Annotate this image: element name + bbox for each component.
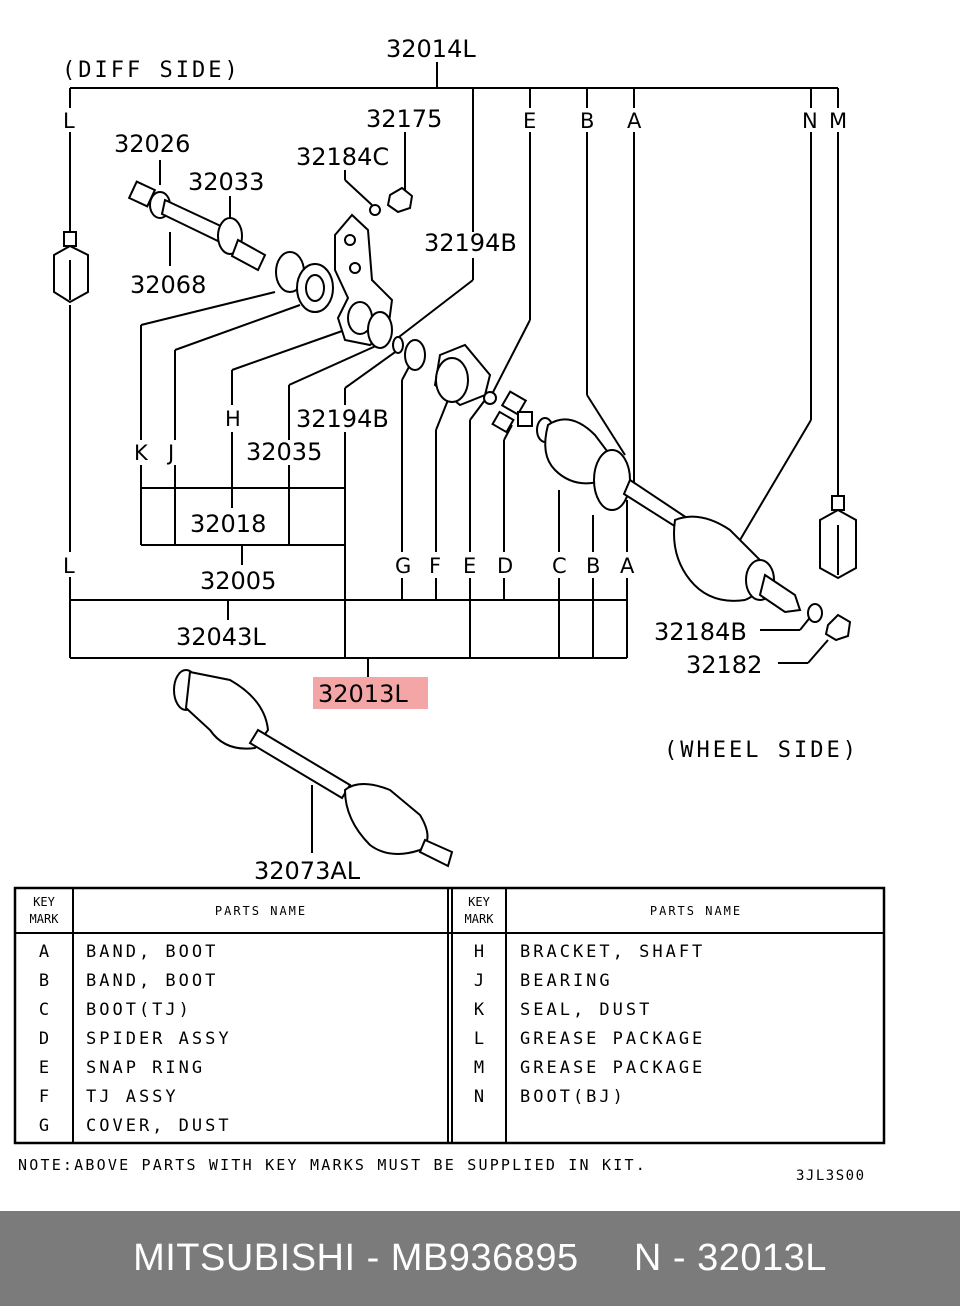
key-mark-H: H <box>225 407 241 431</box>
part-number-32182[interactable]: 32182 <box>686 651 762 679</box>
drawing-code: 3JL3S00 <box>796 1168 866 1184</box>
table-left-mark-3: D <box>39 1029 49 1049</box>
table-left-name-5: TJ ASSY <box>86 1087 179 1107</box>
spider-assy-icon <box>491 390 533 434</box>
tj-boot-icon <box>536 417 631 511</box>
table-right-name-3: GREASE PACKAGE <box>520 1029 705 1049</box>
part-number-32184C[interactable]: 32184C <box>296 143 389 171</box>
shaft-assembly-32073AL-icon <box>173 669 454 868</box>
key-mark-A-bottom: A <box>620 554 635 578</box>
dust-cover-icon <box>404 339 426 371</box>
parts-diagram: (DIFF SIDE) (WHEEL SIDE) 32014L 32175 32… <box>13 35 886 1184</box>
part-number-32035[interactable]: 32035 <box>246 438 322 466</box>
table-left-mark-6: G <box>39 1116 49 1136</box>
key-mark-M-top: M <box>829 109 847 133</box>
part-number-32068[interactable]: 32068 <box>130 271 206 299</box>
wheel-side-label: (WHEEL SIDE) <box>664 738 859 763</box>
diff-side-label: (DIFF SIDE) <box>62 58 241 83</box>
part-number-32194B-top[interactable]: 32194B <box>424 229 517 257</box>
nut-32182-icon <box>824 613 852 642</box>
part-number-32018[interactable]: 32018 <box>190 510 266 538</box>
key-mark-B-bottom: B <box>586 554 600 578</box>
table-right-name-0: BRACKET, SHAFT <box>520 942 705 962</box>
bj-boot-icon <box>673 515 802 614</box>
part-number-32005[interactable]: 32005 <box>200 567 276 595</box>
key-mark-A-top: A <box>627 109 642 133</box>
parts-table: KEY MARK KEY MARK PARTS NAME PARTS NAME … <box>13 886 886 1145</box>
key-mark-L-top: L <box>63 109 75 133</box>
washer-icon <box>369 204 381 216</box>
key-header-left-line1: KEY <box>33 895 55 909</box>
snap-ring-e-icon <box>483 391 497 405</box>
table-right-name-1: BEARING <box>520 971 613 991</box>
table-right-mark-5: N <box>474 1087 484 1107</box>
footer-part-title: MITSUBISHI - MB936895 N - 32013L <box>133 1237 827 1279</box>
grease-package-M-icon <box>819 495 857 580</box>
table-right-mark-1: J <box>474 971 484 991</box>
grease-package-L-icon <box>53 231 89 304</box>
table-left-name-4: SNAP RING <box>86 1058 205 1078</box>
table-right-mark-2: K <box>474 1000 485 1020</box>
leader-lines <box>69 62 839 853</box>
table-left-name-2: BOOT(TJ) <box>86 1000 192 1020</box>
table-left-name-0: BAND, BOOT <box>86 942 218 962</box>
key-mark-K: K <box>134 441 149 465</box>
tj-housing-icon <box>433 343 492 407</box>
table-left-mark-5: F <box>39 1087 49 1107</box>
key-mark-G: G <box>395 554 411 578</box>
table-left-mark-4: E <box>39 1058 49 1078</box>
inner-shaft-icon <box>127 180 267 272</box>
key-header-right-line2: MARK <box>465 912 495 926</box>
table-right-name-2: SEAL, DUST <box>520 1000 652 1020</box>
part-number-32175[interactable]: 32175 <box>366 105 442 133</box>
bearing-icon <box>275 251 334 313</box>
part-number-32073AL[interactable]: 32073AL <box>254 857 361 885</box>
key-mark-N-top: N <box>802 109 818 133</box>
washer-32184B-icon <box>807 603 823 623</box>
part-number-32026[interactable]: 32026 <box>114 130 190 158</box>
bolt-icon <box>386 186 414 214</box>
table-left-mark-1: B <box>39 971 49 991</box>
table-left-name-3: SPIDER ASSY <box>86 1029 232 1049</box>
key-mark-B-top: B <box>580 109 594 133</box>
part-number-32043L[interactable]: 32043L <box>176 623 266 651</box>
key-mark-L-bottom: L <box>63 554 75 578</box>
key-mark-C: C <box>552 554 567 578</box>
parts-name-header-right: PARTS NAME <box>650 904 742 918</box>
table-left-mark-2: C <box>39 1000 49 1020</box>
part-number-32194B-mid[interactable]: 32194B <box>296 405 389 433</box>
part-number-32014L[interactable]: 32014L <box>386 35 476 63</box>
footer-bar: MITSUBISHI - MB936895 N - 32013L <box>0 1211 960 1306</box>
highlight-box <box>313 677 428 709</box>
key-mark-J: J <box>166 441 174 465</box>
table-right-name-4: GREASE PACKAGE <box>520 1058 705 1078</box>
key-mark-D: D <box>497 554 513 578</box>
key-mark-F: F <box>429 554 441 578</box>
key-mark-E-top: E <box>523 109 536 133</box>
key-header-right-line1: KEY <box>468 895 490 909</box>
table-left-mark-0: A <box>39 942 49 962</box>
shaft-parts <box>53 180 857 868</box>
part-number-32013L[interactable]: 32013L <box>318 680 408 708</box>
part-number-32033[interactable]: 32033 <box>188 168 264 196</box>
table-right-mark-4: M <box>474 1058 484 1078</box>
snap-ring-icon <box>367 311 393 349</box>
parts-name-header-left: PARTS NAME <box>215 904 307 918</box>
part-number-32184B[interactable]: 32184B <box>654 618 747 646</box>
key-mark-E-bottom: E <box>463 554 476 578</box>
table-right-name-5: BOOT(BJ) <box>520 1087 626 1107</box>
table-right-mark-0: H <box>474 942 484 962</box>
table-left-name-1: BAND, BOOT <box>86 971 218 991</box>
kit-note: NOTE:ABOVE PARTS WITH KEY MARKS MUST BE … <box>18 1156 647 1174</box>
key-header-left-line2: MARK <box>30 912 60 926</box>
table-right-mark-3: L <box>474 1029 484 1049</box>
table-left-name-6: COVER, DUST <box>86 1116 232 1136</box>
